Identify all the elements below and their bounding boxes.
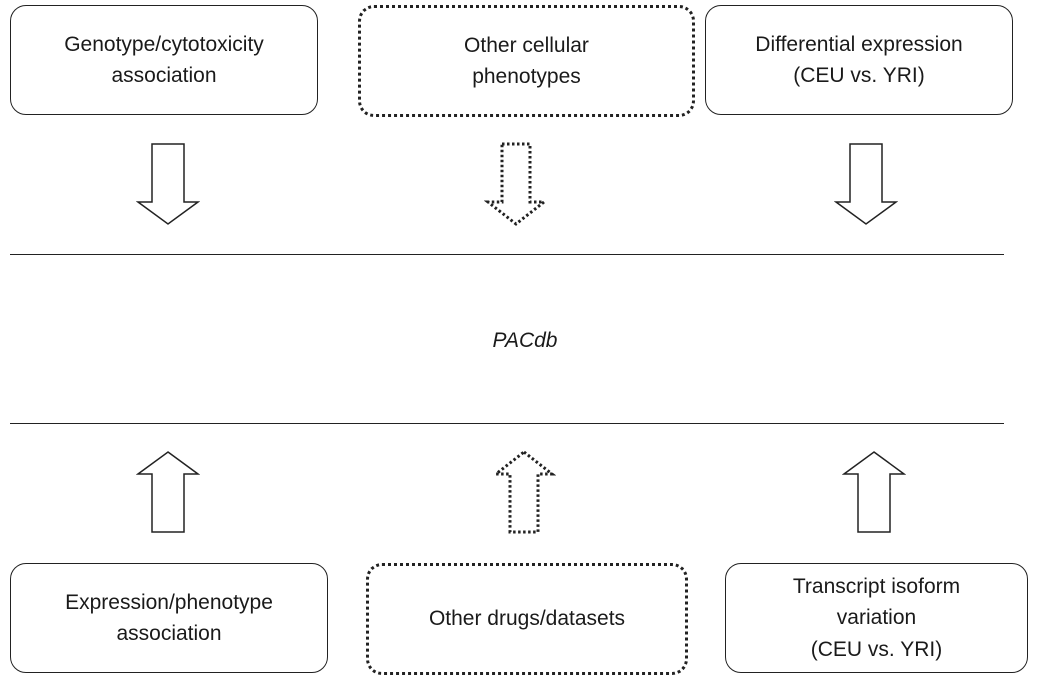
genotype-cytotoxicity-label: Genotype/cytotoxicity association — [64, 32, 264, 88]
up-arrow-center-dotted — [492, 450, 556, 534]
transcript-isoform-box: Transcript isoform variation (CEU vs. YR… — [725, 563, 1028, 673]
pacdb-label: PACdb — [492, 329, 558, 352]
expression-phenotype-label: Expression/phenotype association — [65, 590, 273, 646]
other-cellular-phenotypes-box: Other cellular phenotypes — [358, 5, 695, 117]
bottom-divider-line — [10, 423, 1004, 424]
other-drugs-datasets-box: Other drugs/datasets — [366, 563, 688, 675]
other-drugs-datasets-label: Other drugs/datasets — [428, 607, 626, 631]
other-cellular-phenotypes-label: Other cellular phenotypes — [464, 33, 589, 89]
genotype-cytotoxicity-box: Genotype/cytotoxicity association — [10, 5, 318, 115]
differential-expression-label: Differential expression (CEU vs. YRI) — [755, 32, 963, 88]
differential-expression-box: Differential expression (CEU vs. YRI) — [705, 5, 1013, 115]
expression-phenotype-box: Expression/phenotype association — [10, 563, 328, 673]
up-arrow-left — [136, 451, 200, 533]
down-arrow-left — [136, 143, 200, 225]
transcript-isoform-label: Transcript isoform variation (CEU vs. YR… — [792, 574, 961, 661]
down-arrow-center-dotted — [484, 142, 548, 226]
top-divider-line — [10, 254, 1004, 255]
up-arrow-right — [842, 451, 906, 533]
down-arrow-right — [834, 143, 898, 225]
